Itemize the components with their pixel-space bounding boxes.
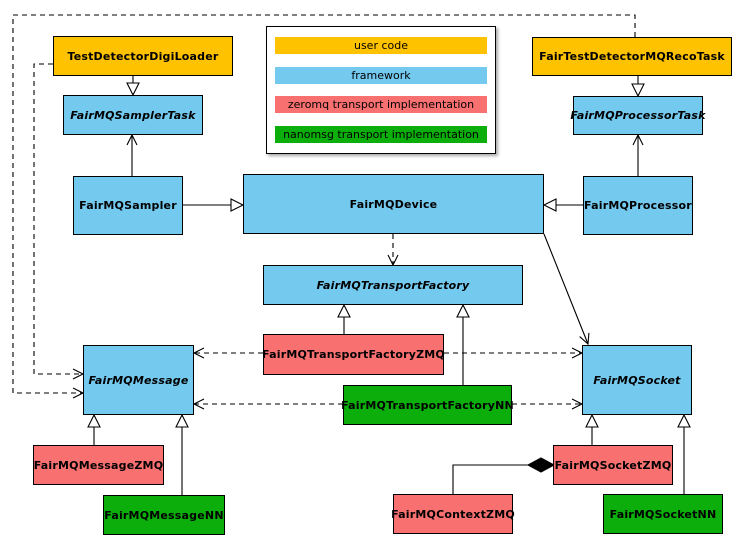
edge-digiloader-message bbox=[33, 63, 85, 380]
class-fairmq-device: FairMQDevice bbox=[243, 174, 544, 234]
class-fairmq-processor: FairMQProcessor bbox=[583, 176, 693, 235]
class-fairmq-message: FairMQMessage bbox=[83, 345, 194, 415]
class-fairmq-sampler: FairMQSampler bbox=[73, 176, 183, 235]
class-fairmq-transport-factory-zmq: FairMQTransportFactoryZMQ bbox=[262, 334, 445, 375]
class-fairmq-socket-zmq: FairMQSocketZMQ bbox=[553, 445, 673, 485]
legend-item-nanomsg: nanomsg transport implementation bbox=[275, 125, 487, 143]
edge-device-socket bbox=[543, 233, 590, 346]
edge-recotask-message bbox=[12, 14, 636, 399]
class-fairmq-message-nn: FairMQMessageNN bbox=[103, 495, 225, 535]
legend-item-zeromq: zeromq transport implementation bbox=[275, 96, 487, 114]
class-fairmq-context-zmq: FairMQContextZMQ bbox=[391, 494, 515, 534]
class-test-detector-digi-loader: TestDetectorDigiLoader bbox=[53, 36, 233, 76]
legend-item-framework: framework bbox=[275, 66, 487, 84]
class-fairmq-sampler-task: FairMQSamplerTask bbox=[63, 95, 203, 135]
class-fairmq-socket-nn: FairMQSocketNN bbox=[603, 494, 723, 534]
class-fairmq-processor-task: FairMQProcessorTask bbox=[570, 96, 705, 135]
class-fairmq-socket: FairMQSocket bbox=[582, 345, 692, 415]
edge-contextzmq-socketzmq bbox=[452, 464, 529, 494]
class-fair-test-detector-mq-reco-task: FairTestDetectorMQRecoTask bbox=[532, 37, 732, 76]
legend-box: user code framework zeromq transport imp… bbox=[266, 26, 496, 154]
class-fairmq-message-zmq: FairMQMessageZMQ bbox=[33, 445, 164, 485]
class-fairmq-transport-factory-nn: FairMQTransportFactoryNN bbox=[341, 385, 514, 425]
class-fairmq-transport-factory: FairMQTransportFactory bbox=[263, 265, 523, 305]
composition-diamond-icon bbox=[526, 457, 556, 473]
legend-item-user-code: user code bbox=[275, 37, 487, 54]
